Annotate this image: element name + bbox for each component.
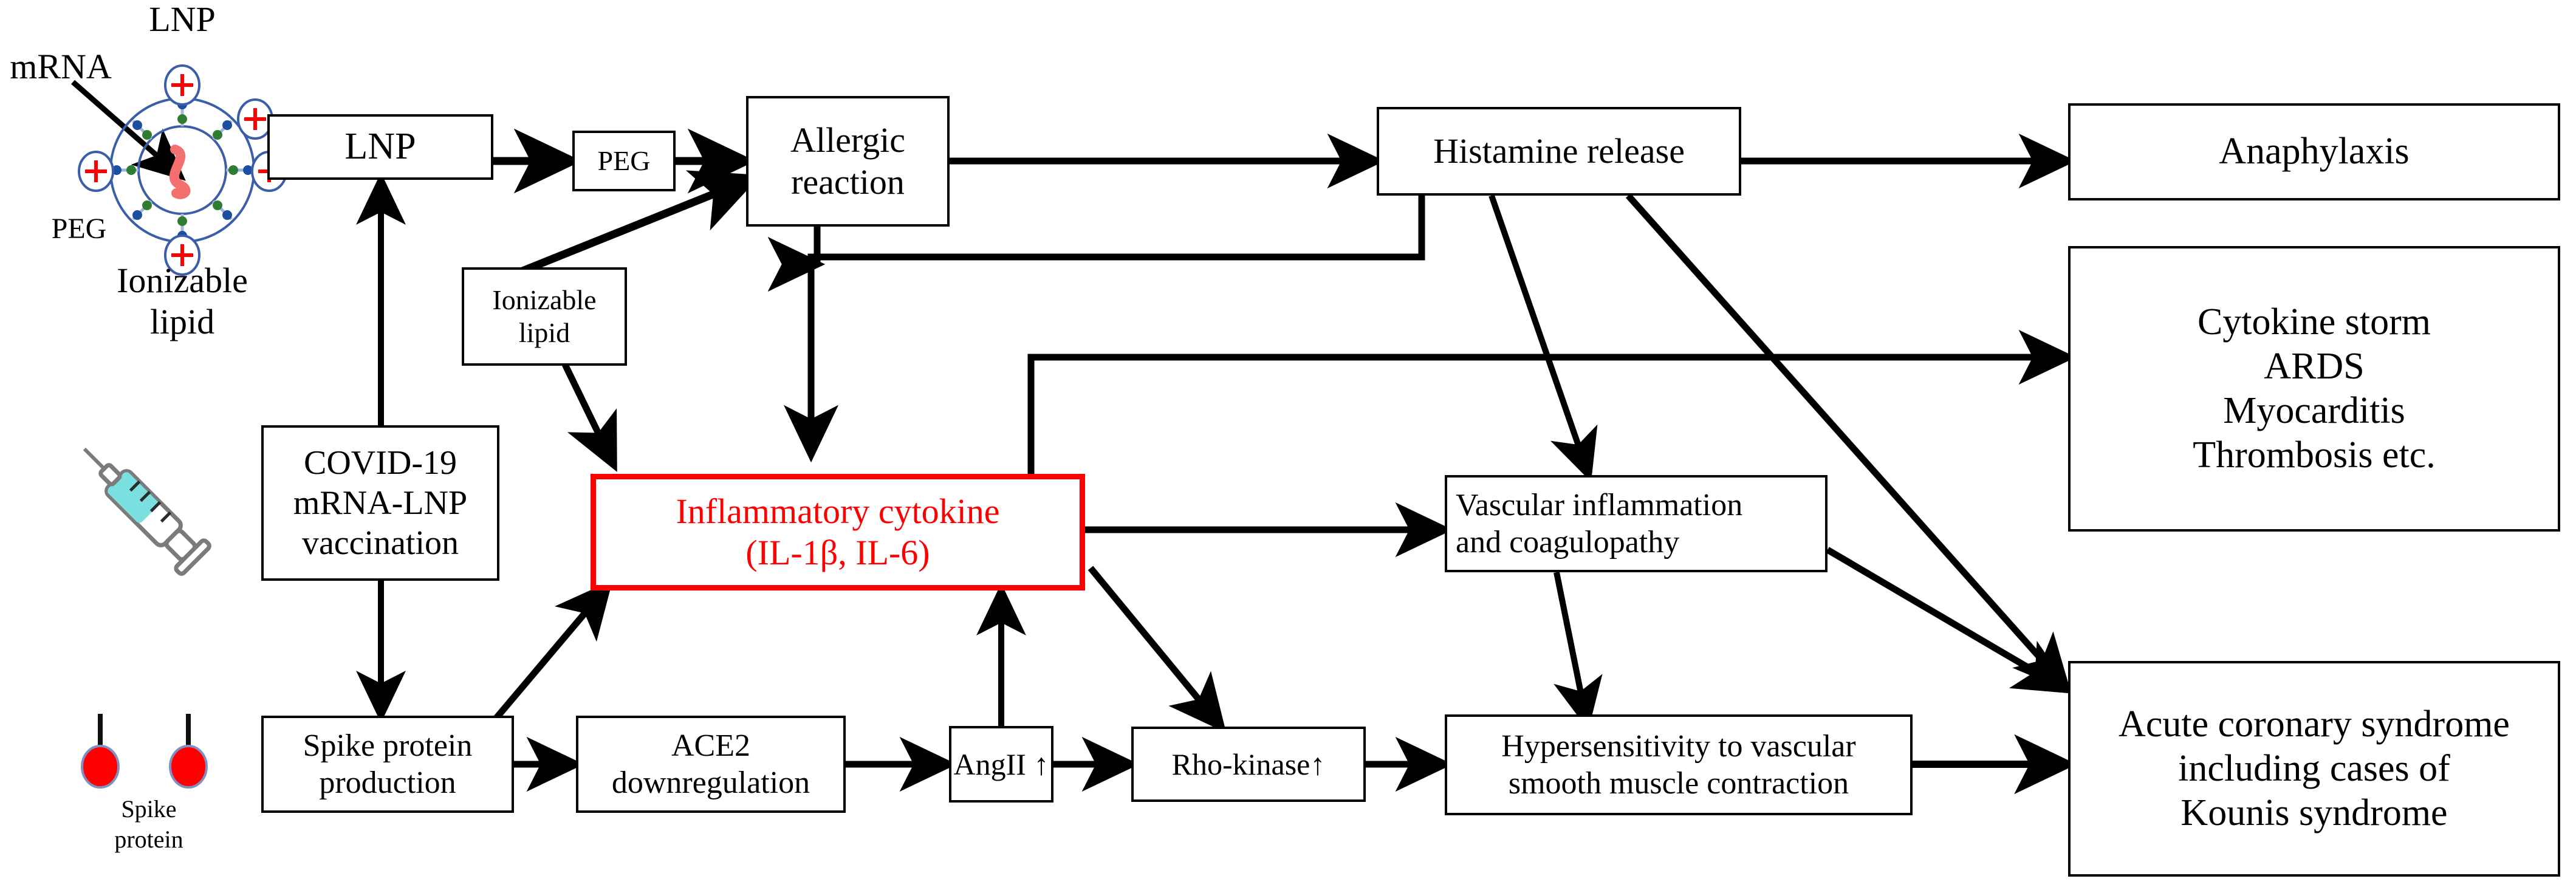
- edge-spike-cytokine: [489, 580, 613, 725]
- node-acs-line1: Acute coronary syndrome: [2119, 703, 2510, 745]
- edge-ionizable-cytokine: [562, 363, 617, 472]
- label-spike-protein-illustration-line2: protein: [114, 826, 183, 853]
- node-cytokine-line2: (IL-1β, IL-6): [745, 533, 930, 572]
- node-angii[interactable]: AngII ↑: [949, 726, 1053, 803]
- node-ionizable-line2: lipid: [518, 317, 570, 348]
- node-covid-line3: vaccination: [301, 524, 459, 563]
- node-histamine-release[interactable]: Histamine release: [1377, 107, 1741, 196]
- node-acute-coronary-syndrome[interactable]: Acute coronary syndrome including cases …: [2068, 661, 2560, 877]
- syringe-icon: [83, 447, 211, 576]
- edge-histamine-cytokine-route: [783, 196, 1425, 463]
- node-hypersens-line1: Hypersensitivity to vascular: [1501, 728, 1856, 764]
- node-storm-line2: ARDS: [2264, 345, 2365, 387]
- node-storm-line4: Thrombosis etc.: [2193, 434, 2436, 476]
- edge-cytokine-rho: [1088, 566, 1227, 733]
- edge-vascular-hypersens: [1553, 572, 1603, 730]
- node-allergic-line1: Allergic: [790, 120, 905, 160]
- node-rho-kinase[interactable]: Rho-kinase↑: [1131, 727, 1366, 802]
- node-allergic-reaction[interactable]: Allergic reaction: [746, 96, 950, 227]
- lnp-nanoparticle-icon: [78, 64, 287, 276]
- node-hypersensitivity[interactable]: Hypersensitivity to vascular smooth musc…: [1445, 714, 1913, 815]
- node-spike-line1: Spike protein: [303, 728, 473, 763]
- node-histamine-label: Histamine release: [1433, 131, 1685, 171]
- node-covid-vaccination[interactable]: COVID-19 mRNA-LNP vaccination: [261, 425, 499, 581]
- pointer-mrna-to-particle: [71, 80, 186, 181]
- node-ionizable-line1: Ionizable: [492, 284, 597, 315]
- node-covid-line1: COVID-19: [304, 443, 457, 482]
- node-acs-line2: including cases of: [2178, 747, 2450, 789]
- edge-histamine-vascular: [1488, 194, 1598, 482]
- label-ionizable-lipid-illustration-line1: Ionizable: [117, 261, 248, 300]
- node-ace2-line1: ACE2: [671, 728, 750, 763]
- node-ace2-line2: downregulation: [611, 765, 810, 800]
- label-mrna-illustration: mRNA: [10, 47, 112, 86]
- node-vascular-inflammation[interactable]: Vascular inflammation and coagulopathy: [1445, 475, 1828, 572]
- edge-vascular-acs: [1826, 547, 2073, 694]
- node-peg-label: PEG: [597, 145, 651, 176]
- label-spike-protein-illustration-line1: Spike: [121, 795, 177, 823]
- spike-protein-icon: [81, 714, 208, 789]
- node-cytokine-line1: Inflammatory cytokine: [676, 491, 1000, 531]
- node-vascular-line2: and coagulopathy: [1456, 525, 1680, 560]
- node-lnp-label: LNP: [344, 126, 416, 168]
- node-spike-line2: production: [319, 765, 456, 800]
- node-storm-line3: Myocarditis: [2223, 390, 2405, 431]
- node-storm-line1: Cytokine storm: [2197, 301, 2431, 343]
- node-angii-label: AngII ↑: [953, 747, 1049, 781]
- label-lnp-illustration: LNP: [149, 0, 216, 39]
- node-allergic-line2: reaction: [791, 162, 905, 202]
- node-rho-label: Rho-kinase↑: [1171, 747, 1326, 781]
- label-peg-illustration: PEG: [51, 213, 107, 245]
- edge-cytokine-storm-route: [1027, 329, 2077, 474]
- node-spike-protein-production[interactable]: Spike protein production: [261, 716, 514, 813]
- node-hypersens-line2: smooth muscle contraction: [1508, 766, 1849, 801]
- node-cytokine-storm[interactable]: Cytokine storm ARDS Myocarditis Thrombos…: [2068, 246, 2560, 532]
- node-vascular-line1: Vascular inflammation: [1456, 487, 1743, 522]
- node-inflammatory-cytokine[interactable]: Inflammatory cytokine (IL-1β, IL-6): [591, 474, 1085, 590]
- node-lnp[interactable]: LNP: [267, 114, 493, 180]
- node-peg[interactable]: PEG: [572, 131, 676, 191]
- label-ionizable-lipid-illustration-line2: lipid: [149, 302, 215, 341]
- node-anaphylaxis[interactable]: Anaphylaxis: [2068, 103, 2560, 200]
- node-acs-line3: Kounis syndrome: [2180, 792, 2448, 834]
- node-ace2-downregulation[interactable]: ACE2 downregulation: [576, 716, 846, 813]
- peg-charge-group: [78, 64, 287, 276]
- node-covid-line2: mRNA-LNP: [293, 484, 468, 522]
- node-anaphylaxis-label: Anaphylaxis: [2219, 131, 2410, 173]
- edge-histamine-acs: [1625, 193, 2071, 693]
- node-ionizable-lipid[interactable]: Ionizable lipid: [462, 267, 627, 366]
